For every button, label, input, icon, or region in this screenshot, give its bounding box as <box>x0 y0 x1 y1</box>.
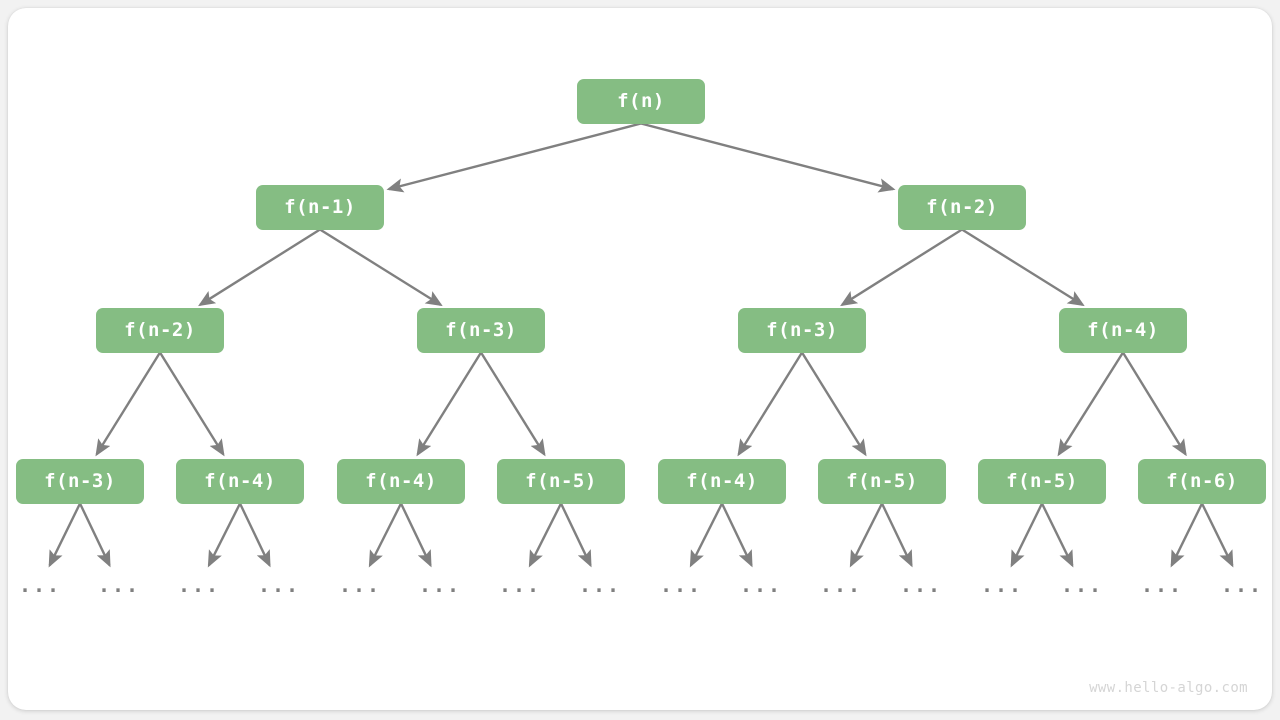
tree-edge <box>961 228 1085 307</box>
tree-edge <box>1170 502 1204 568</box>
ellipsis-marker: ... <box>97 573 141 597</box>
tree-edge <box>880 502 913 568</box>
tree-edge <box>158 351 225 457</box>
tree-edge <box>1057 351 1125 457</box>
tree-edge <box>368 502 403 568</box>
tree-edge <box>479 351 546 457</box>
ellipsis-marker: ... <box>177 573 221 597</box>
tree-edge <box>1121 351 1187 457</box>
tree-edge <box>800 351 867 457</box>
tree-edge <box>1200 502 1234 568</box>
tree-node[interactable]: f(n-6) <box>1138 458 1266 504</box>
tree-node[interactable]: f(n-2) <box>898 184 1026 230</box>
ellipsis-marker: ... <box>578 573 622 597</box>
tree-node[interactable]: f(n-2) <box>96 307 224 353</box>
ellipsis-marker: ... <box>338 573 382 597</box>
tree-edge <box>640 122 896 193</box>
tree-edge <box>319 228 443 307</box>
ellipsis-marker: ... <box>418 573 462 597</box>
tree-node[interactable]: f(n-4) <box>176 458 304 504</box>
tree-edge <box>399 502 432 568</box>
tree-node[interactable]: f(n-4) <box>337 458 465 504</box>
tree-edge <box>48 502 82 568</box>
tree-edge <box>386 122 642 193</box>
tree-node[interactable]: f(n) <box>577 78 705 124</box>
tree-edge <box>238 502 271 568</box>
diagram-card: f(n) f(n-1) f(n-2) f(n-2) f(n-3) f(n-3) f(n-4)… <box>8 8 1272 710</box>
tree-edge <box>840 228 963 307</box>
tree-edge <box>689 502 724 568</box>
ellipsis-marker: ... <box>498 573 542 597</box>
tree-node[interactable]: f(n-4) <box>1059 307 1187 353</box>
tree-edge <box>416 351 483 457</box>
tree-node[interactable]: f(n-3) <box>16 458 144 504</box>
ellipsis-marker: ... <box>739 573 783 597</box>
tree-node[interactable]: f(n-5) <box>978 458 1106 504</box>
watermark: www.hello-algo.com <box>1089 680 1248 696</box>
ellipsis-marker: ... <box>257 573 301 597</box>
tree-node[interactable]: f(n-5) <box>818 458 946 504</box>
diagram-stage: f(n) f(n-1) f(n-2) f(n-2) f(n-3) f(n-3) f(n-4)… <box>8 8 1272 710</box>
ellipsis-marker: ... <box>18 573 62 597</box>
tree-node[interactable]: f(n-3) <box>738 307 866 353</box>
tree-edge <box>207 502 242 568</box>
tree-edge <box>78 502 111 568</box>
tree-edge <box>95 351 162 457</box>
tree-node[interactable]: f(n-1) <box>256 184 384 230</box>
tree-edge <box>849 502 884 568</box>
tree-node[interactable]: f(n-3) <box>417 307 545 353</box>
ellipsis-marker: ... <box>899 573 943 597</box>
ellipsis-marker: ... <box>980 573 1024 597</box>
ellipsis-marker: ... <box>1220 573 1264 597</box>
ellipsis-marker: ... <box>659 573 703 597</box>
tree-node[interactable]: f(n-4) <box>658 458 786 504</box>
ellipsis-marker: ... <box>1140 573 1184 597</box>
ellipsis-marker: ... <box>1060 573 1104 597</box>
tree-edge <box>720 502 753 568</box>
tree-edge <box>737 351 804 457</box>
tree-edge <box>1010 502 1044 568</box>
tree-edge <box>1040 502 1074 568</box>
tree-edge <box>559 502 592 568</box>
tree-edge <box>198 228 321 307</box>
tree-node[interactable]: f(n-5) <box>497 458 625 504</box>
ellipsis-marker: ... <box>819 573 863 597</box>
tree-edge <box>528 502 563 568</box>
